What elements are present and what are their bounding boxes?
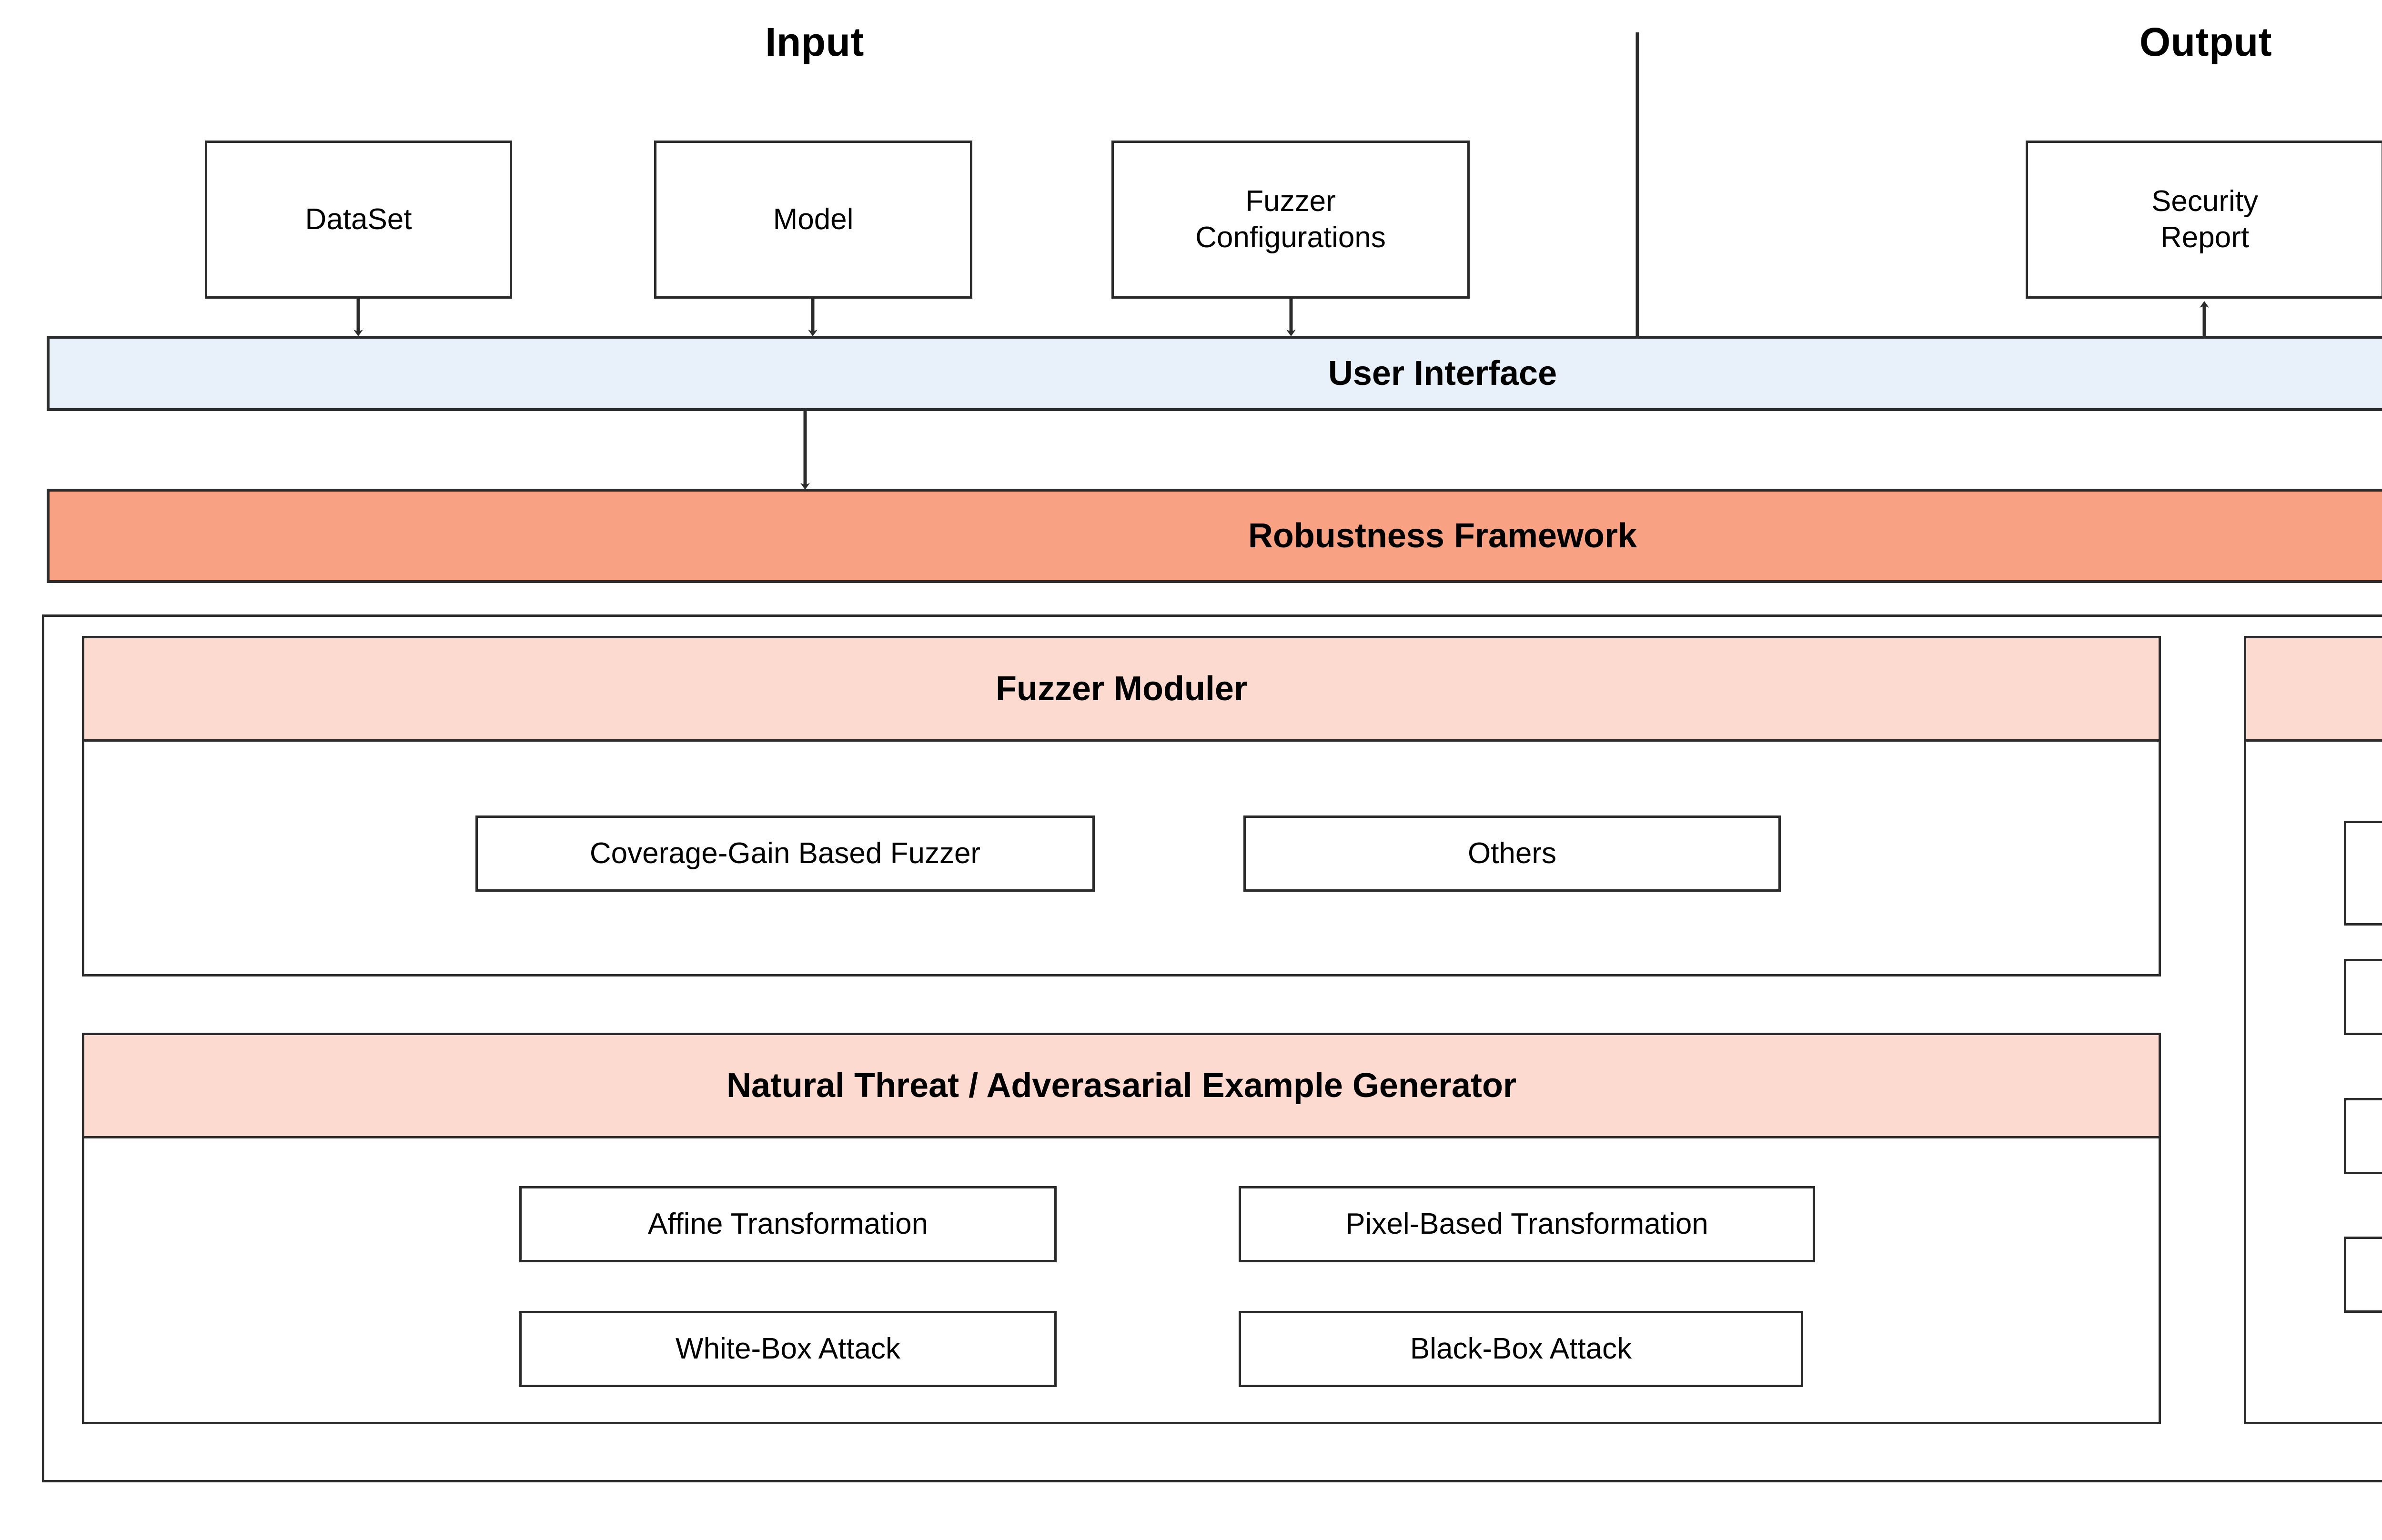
item-affine-transformation[interactable]: Affine Transformation <box>519 1186 1057 1262</box>
input-box-model-label: Model <box>773 203 854 236</box>
item-pixel-based-transformation[interactable]: Pixel-Based Transformation <box>1239 1186 1815 1262</box>
item-white-box-attack[interactable]: White-Box Attack <box>519 1311 1057 1387</box>
output-box-security-report[interactable]: Security Report <box>2026 141 2382 299</box>
input-box-fuzzer-configurations[interactable]: Fuzzer Configurations <box>1111 141 1470 299</box>
input-box-dataset-label: DataSet <box>305 203 412 236</box>
panel-evaluation-header: Evaluation <box>2246 638 2382 742</box>
item-attack-utility[interactable]: Attack Utility <box>2344 1098 2382 1174</box>
item-fuzzer-others[interactable]: Others <box>1243 815 1781 892</box>
item-black-box-attack-label: Black-Box Attack <box>1410 1332 1632 1366</box>
layer-robustness-framework[interactable]: Robustness Framework <box>47 489 2382 583</box>
item-coverage-gain-based-fuzzer[interactable]: Coverage-Gain Based Fuzzer <box>475 815 1095 892</box>
item-coverage-gain-based-fuzzer-label: Coverage-Gain Based Fuzzer <box>589 837 981 870</box>
panel-fuzzer-moduler-title: Fuzzer Moduler <box>995 670 1247 708</box>
item-white-box-attack-label: White-Box Attack <box>675 1332 901 1366</box>
input-box-model[interactable]: Model <box>654 141 972 299</box>
input-box-dataset[interactable]: DataSet <box>205 141 512 299</box>
panel-threat-generator-header: Natural Threat / Adverasarial Example Ge… <box>84 1035 2159 1138</box>
item-coverage-utility[interactable]: Coverage Utility <box>2344 959 2382 1035</box>
item-evaluation-others[interactable]: Others <box>2344 1237 2382 1313</box>
item-black-box-attack[interactable]: Black-Box Attack <box>1239 1311 1803 1387</box>
panel-fuzzer-moduler-header: Fuzzer Moduler <box>84 638 2159 742</box>
output-box-security-report-label: Security Report <box>2151 185 2258 254</box>
item-affine-transformation-label: Affine Transformation <box>647 1208 929 1241</box>
section-title-input: Input <box>765 20 864 64</box>
item-classification-utility[interactable]: Classification Utility <box>2344 821 2382 926</box>
item-pixel-based-transformation-label: Pixel-Based Transformation <box>1345 1208 1708 1241</box>
layer-user-interface-label: User Interface <box>1328 354 1557 393</box>
input-box-fuzzer-configurations-label: Fuzzer Configurations <box>1195 185 1386 254</box>
section-title-output: Output <box>2139 20 2272 64</box>
layer-user-interface[interactable]: User Interface <box>47 336 2382 411</box>
panel-threat-generator-title: Natural Threat / Adverasarial Example Ge… <box>726 1067 1516 1105</box>
item-fuzzer-others-label: Others <box>1467 837 1557 870</box>
layer-robustness-framework-label: Robustness Framework <box>1248 517 1637 555</box>
